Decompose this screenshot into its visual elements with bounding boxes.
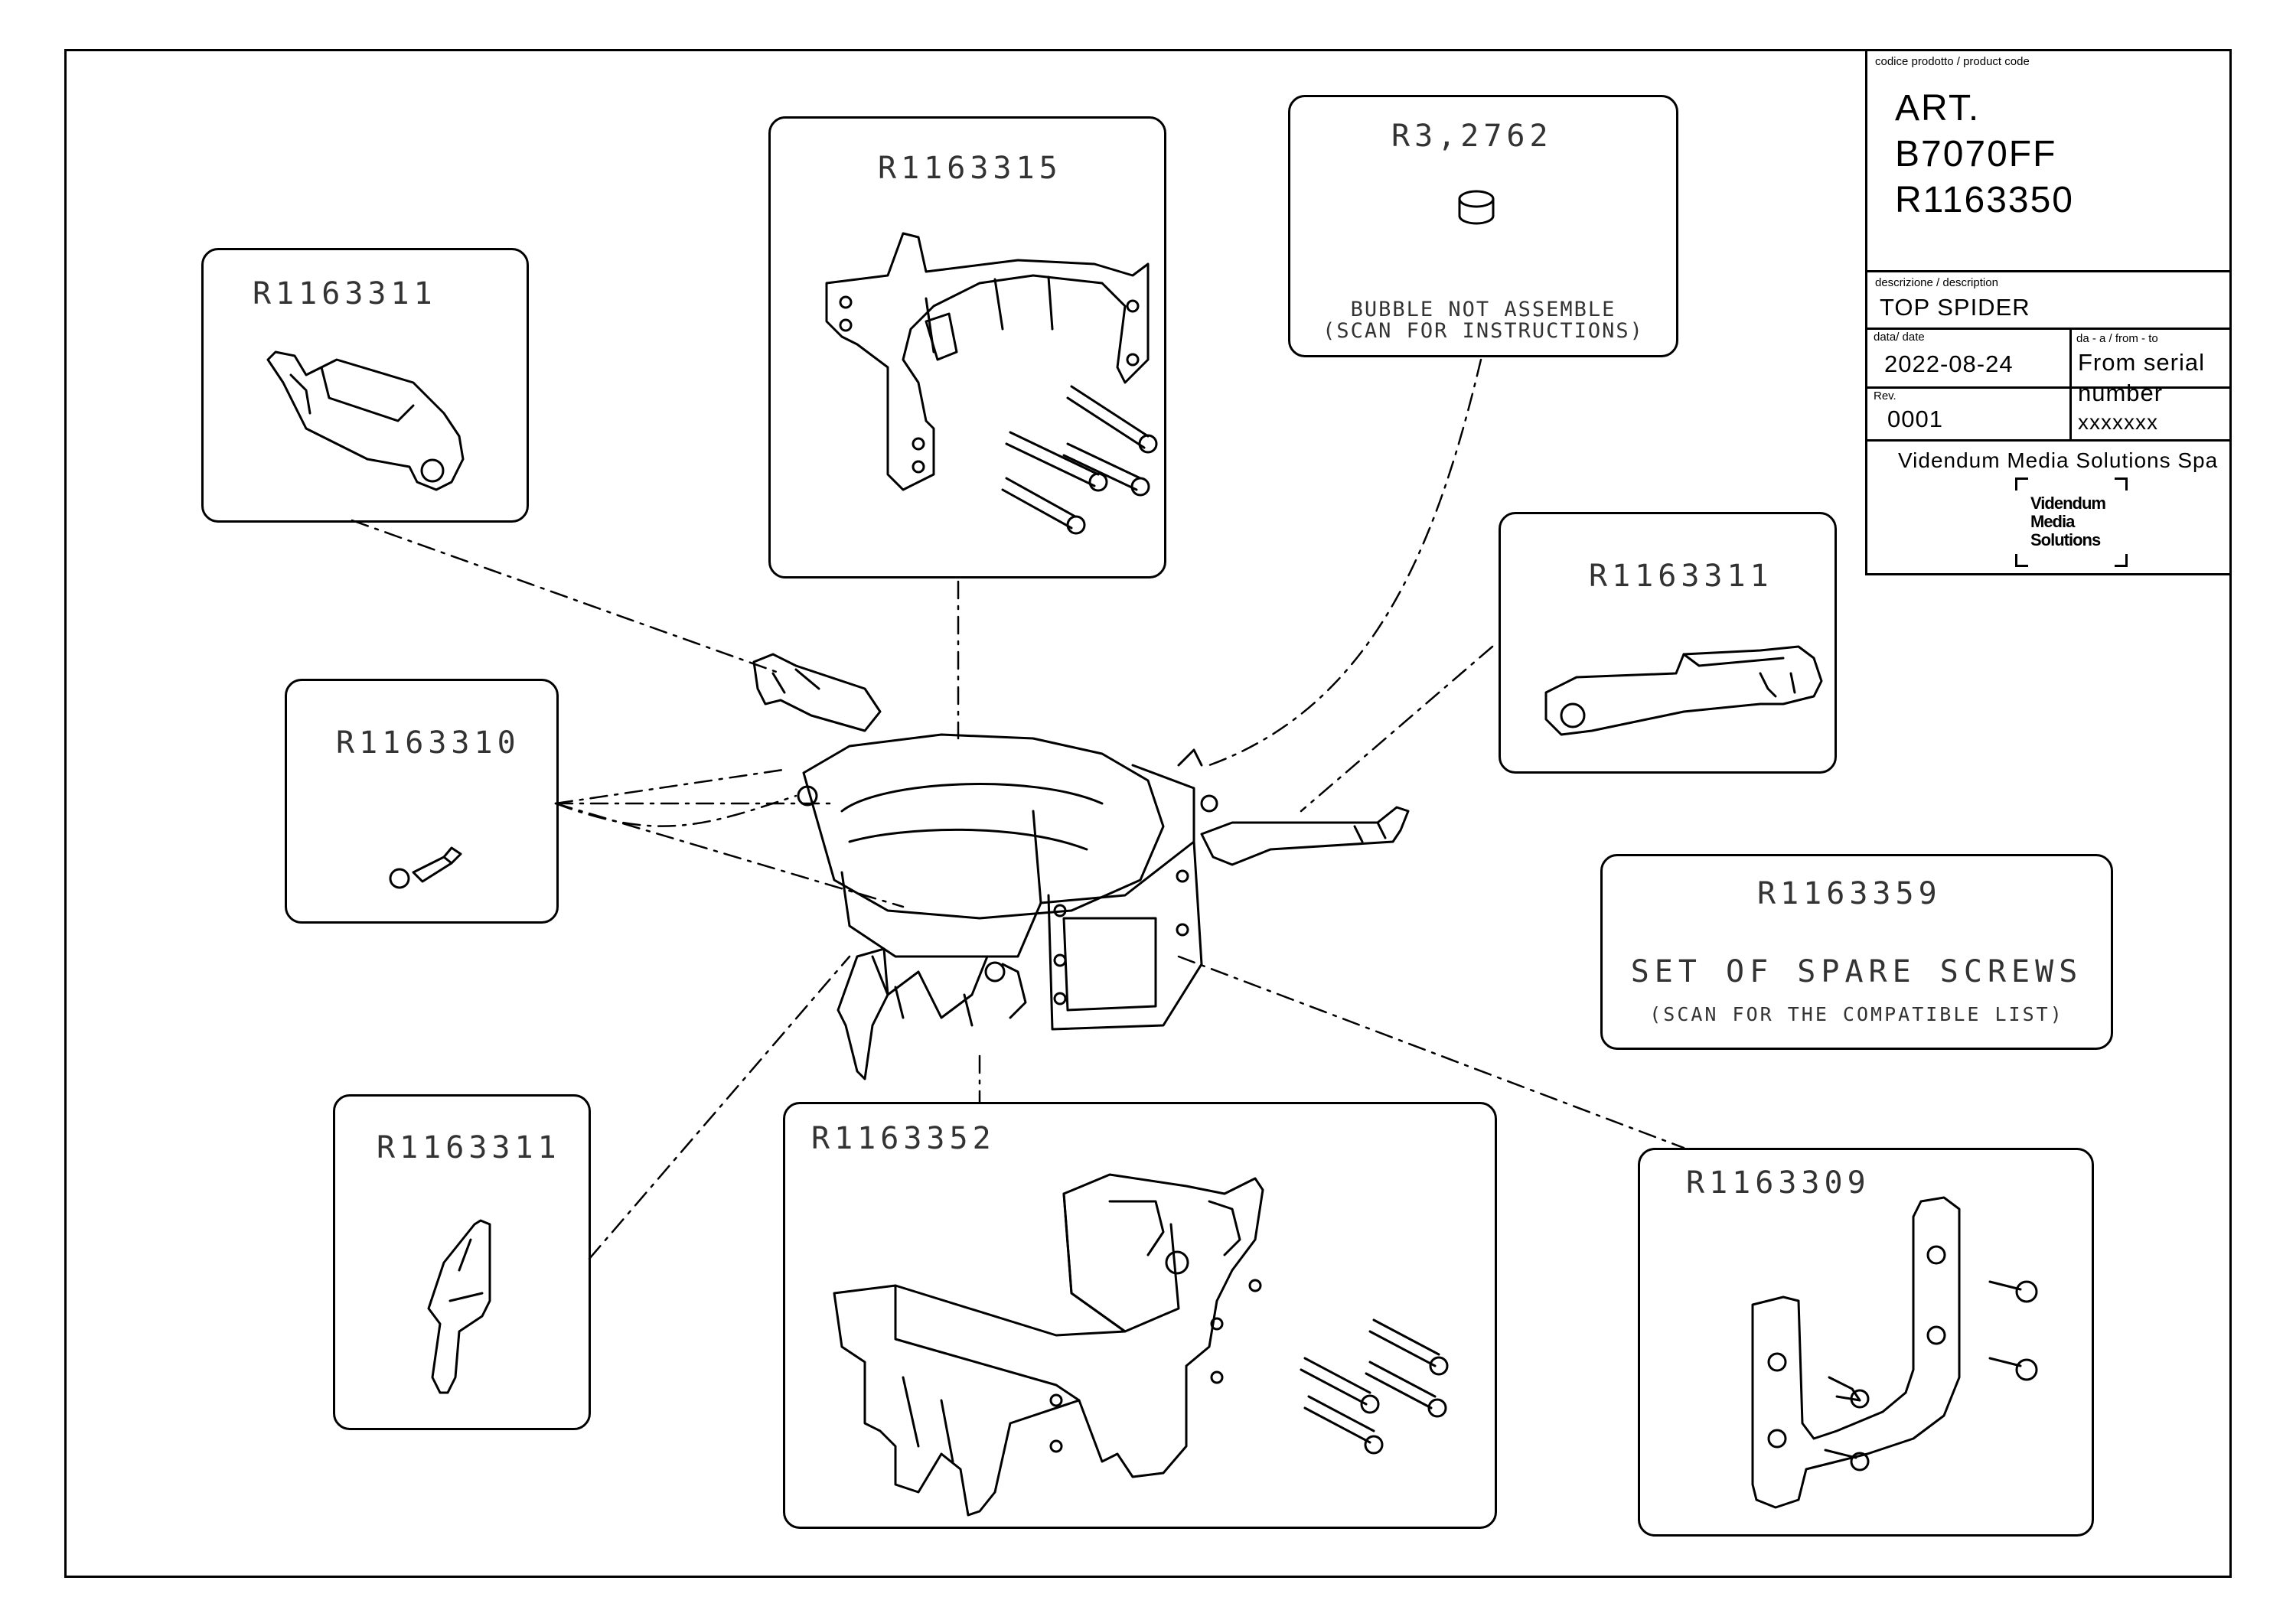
part-code: R1163315 xyxy=(878,151,1062,186)
art-line-3: R1163350 xyxy=(1895,180,2074,220)
callout-right-bracket: R1163311 xyxy=(1499,512,1837,774)
date-value: 2022-08-24 xyxy=(1884,350,2014,377)
screws-spider-body xyxy=(1300,1318,1449,1455)
callout-bubble: R3,2762 BUBBLE NOT ASSEMBLE (SCAN FOR IN… xyxy=(1288,95,1678,357)
tb-divider xyxy=(1867,439,2232,442)
part-code: R1163359 xyxy=(1757,876,1942,911)
part-code: R1163309 xyxy=(1686,1165,1870,1201)
part-code: R3,2762 xyxy=(1391,119,1553,154)
bracket-top-left-part xyxy=(266,350,465,491)
product-code-label: codice prodotto / product code xyxy=(1875,55,2030,68)
art-line-1: ART. xyxy=(1895,88,1981,129)
screws-plate xyxy=(1824,1280,2038,1471)
callout-bottom-left-bracket: R1163311 xyxy=(333,1094,591,1430)
description-value: TOP SPIDER xyxy=(1880,294,2030,321)
tb-divider xyxy=(1867,270,2232,272)
logo-line-1: Videndum xyxy=(2030,494,2106,513)
serial-value: xxxxxxx xyxy=(2078,410,2158,434)
logo-line-2: Media xyxy=(2030,512,2075,531)
date-label: data/ date xyxy=(1874,331,1925,344)
bubble-part xyxy=(1458,190,1495,225)
title-block: codice prodotto / product code ART. B707… xyxy=(1865,49,2232,575)
company-logo: Videndum Media Solutions xyxy=(2015,477,2128,567)
callout-spare-screws: R1163359 SET OF SPARE SCREWS (SCAN FOR T… xyxy=(1600,854,2113,1050)
callout-spider-body: R1163352 xyxy=(783,1102,1497,1529)
tb-vertical-divider xyxy=(2069,328,2072,439)
clamp-ring-part xyxy=(825,232,1158,535)
spare-screws-title: SET OF SPARE SCREWS xyxy=(1630,954,2083,989)
number-label: number xyxy=(2078,380,2164,406)
pin-part xyxy=(389,846,462,889)
tb-divider xyxy=(1867,386,2232,389)
part-code: R1163310 xyxy=(336,725,520,761)
tb-divider xyxy=(1867,328,2232,330)
callout-pin: R1163310 xyxy=(285,679,559,924)
callout-clamp-ring: R1163315 xyxy=(768,116,1166,578)
from-serial-value: From serial xyxy=(2078,349,2206,376)
spider-body-part xyxy=(833,1173,1449,1517)
screws-clamp xyxy=(1001,385,1158,535)
company-name: Videndum Media Solutions Spa xyxy=(1898,448,2219,472)
assembled-spider xyxy=(752,653,1410,1080)
rev-value: 0001 xyxy=(1887,406,1943,432)
leader-lines xyxy=(351,358,1685,1260)
drawing-frame xyxy=(64,49,2232,1578)
bracket-bottom-left-part xyxy=(427,1219,491,1394)
bracket-right-part xyxy=(1544,645,1823,736)
from-to-label: da - a / from - to xyxy=(2076,332,2158,345)
bubble-note-line2: (SCAN FOR INSTRUCTIONS) xyxy=(1322,319,1644,343)
art-line-2: B7070FF xyxy=(1895,134,2057,174)
logo-line-3: Solutions xyxy=(2030,530,2101,549)
spare-screws-note: (SCAN FOR THE COMPATIBLE LIST) xyxy=(1649,1003,2064,1025)
bubble-note-line1: BUBBLE NOT ASSEMBLE xyxy=(1350,298,1616,321)
callout-top-left-bracket: R1163311 xyxy=(201,248,529,523)
plate-part xyxy=(1751,1196,2038,1509)
part-code: R1163352 xyxy=(811,1121,996,1156)
description-label: descrizione / description xyxy=(1875,276,1998,289)
part-code: R1163311 xyxy=(377,1130,561,1165)
callout-plate: R1163309 xyxy=(1638,1148,2094,1537)
rev-label: Rev. xyxy=(1874,389,1896,402)
part-code: R1163311 xyxy=(253,276,437,311)
part-code: R1163311 xyxy=(1589,559,1773,594)
